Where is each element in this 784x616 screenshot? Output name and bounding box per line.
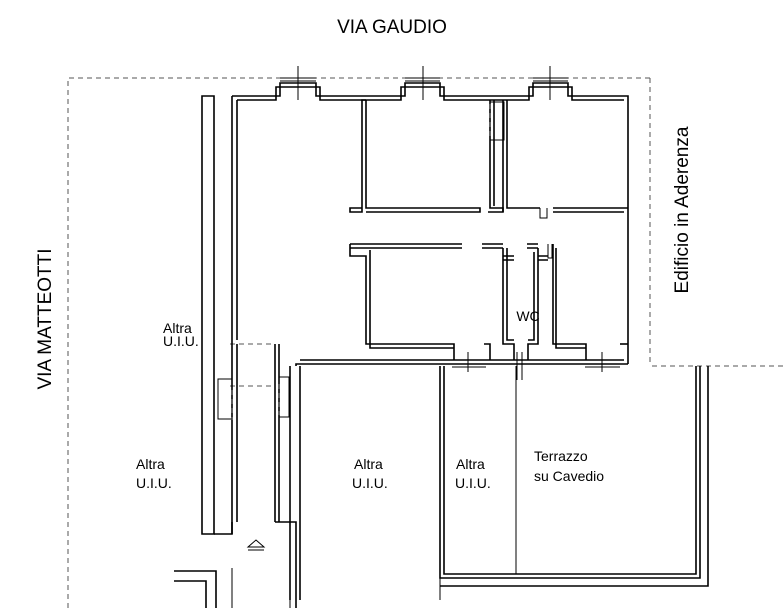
interior-walls: [349, 99, 628, 360]
street-north-label: VIA GAUDIO: [337, 17, 447, 38]
altra-mid-line2: U.I.U.: [455, 475, 491, 491]
altra-center-line2: U.I.U.: [352, 475, 388, 491]
altra-west-line1: Altra: [136, 456, 165, 472]
wc-label: WC: [516, 308, 539, 324]
boundary-lines: [67, 77, 784, 608]
altra-upper-line2: U.I.U.: [163, 333, 199, 349]
adjacent-building-label: Edificio in Aderenza: [672, 126, 693, 293]
lower-walls: [439, 366, 709, 600]
altra-center-line1: Altra: [354, 456, 383, 472]
windows-south: [452, 352, 620, 380]
altra-upper-line1: Altra: [163, 320, 192, 336]
windows-north: [280, 66, 568, 100]
terrace-line1: Terrazzo: [534, 448, 588, 464]
corridor-walls: [174, 95, 301, 608]
altra-west-line2: U.I.U.: [136, 475, 172, 491]
altra-mid-line1: Altra: [456, 456, 485, 472]
outer-walls: [231, 82, 629, 366]
terrace-line2: su Cavedio: [534, 468, 604, 484]
entrance-arrow-icon: [246, 539, 266, 551]
street-west-label: VIA MATTEOTTI: [35, 248, 56, 389]
